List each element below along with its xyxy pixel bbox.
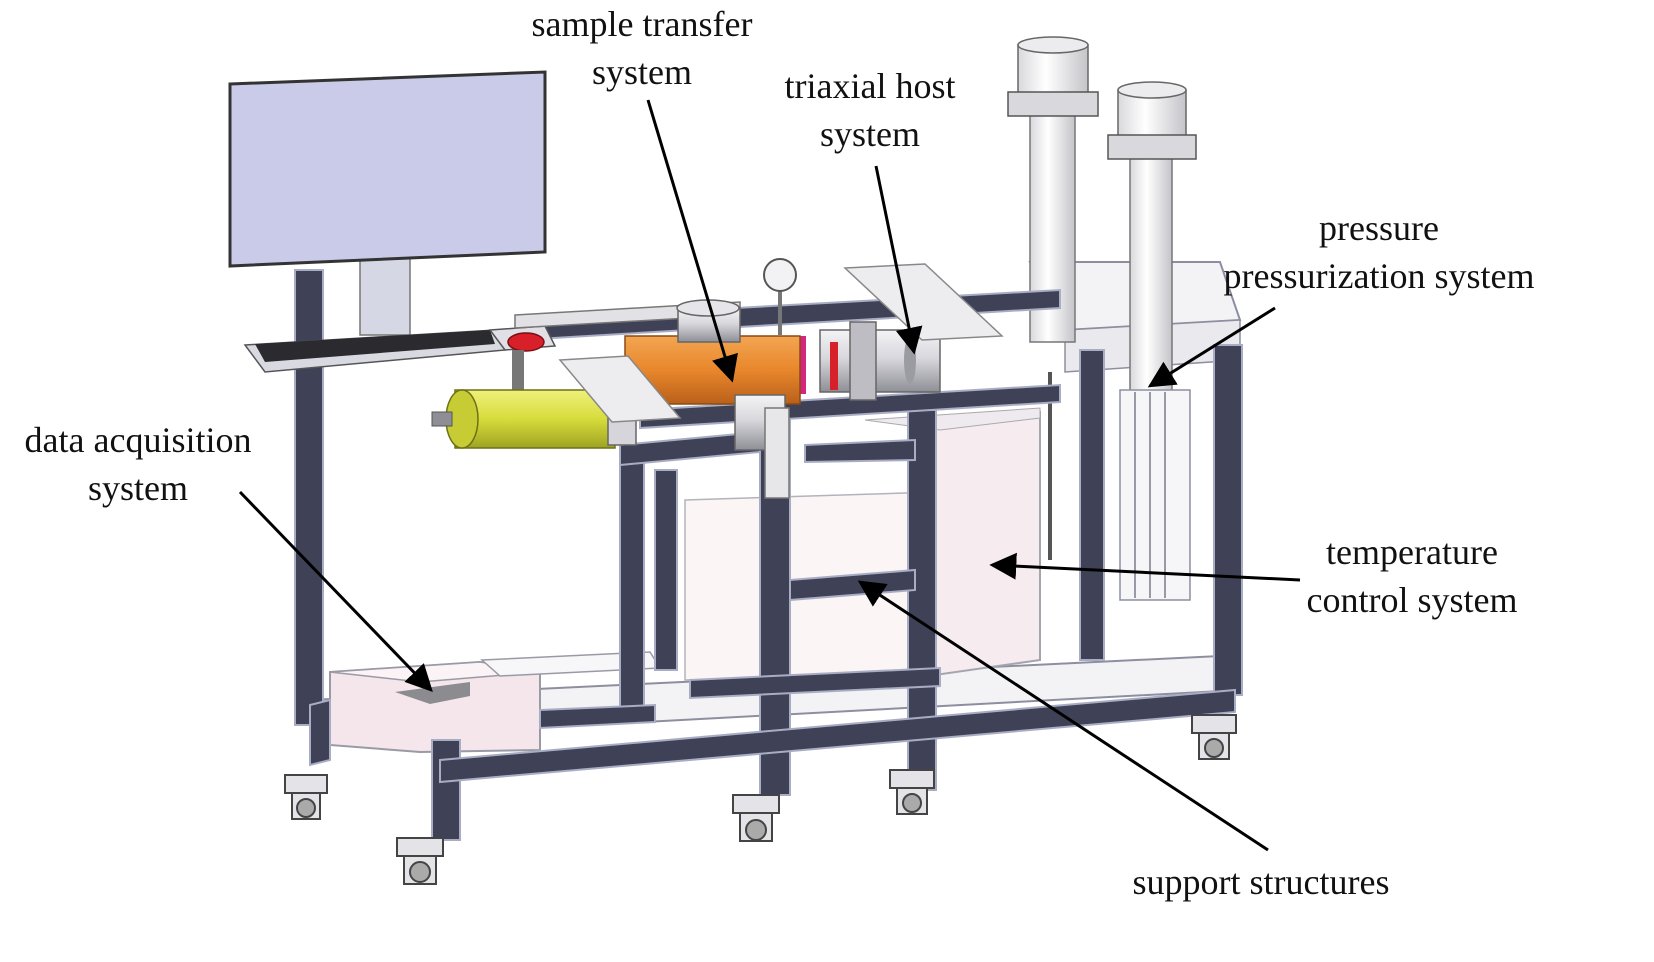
label-data-acquisition-system: data acquisition system — [24, 420, 252, 508]
leader-arrows — [238, 99, 1301, 852]
label-pressure-pressurization-system: pressure pressurization system — [1223, 208, 1535, 296]
monitor — [228, 70, 547, 336]
arrow-triaxial-host — [874, 165, 923, 355]
casters — [284, 714, 1237, 885]
keyboard-tray — [243, 325, 557, 390]
label-support-structures: support structures — [1132, 862, 1390, 902]
label-triaxial-host-system: triaxial host system — [784, 66, 956, 154]
arrow-support — [857, 580, 1269, 852]
arrow-sample-transfer — [646, 99, 738, 383]
pressurization-tower — [1007, 36, 1242, 601]
arrow-temperature — [989, 552, 1301, 582]
label-temperature-control-system: temperature control system — [1306, 532, 1518, 620]
label-sample-transfer-system: sample transfer system — [531, 4, 753, 92]
arrow-pressure — [1147, 306, 1276, 388]
support-frame — [294, 269, 1243, 841]
arrow-data-acquisition — [238, 490, 433, 692]
red-button — [507, 332, 545, 352]
